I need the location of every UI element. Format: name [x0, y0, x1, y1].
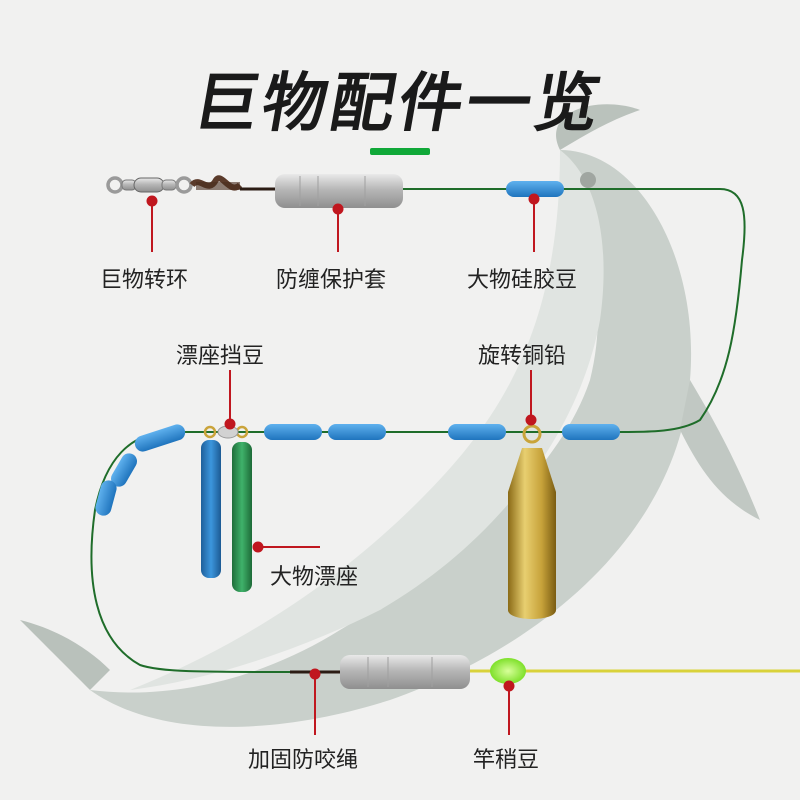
silicone-bead-icon	[506, 181, 564, 197]
rod-bead-icon	[490, 658, 526, 684]
label-float-stopper: 漂座挡豆	[176, 344, 265, 369]
label-sleeve: 防缠保护套	[276, 268, 387, 293]
label-rod-bead: 竿稍豆	[473, 748, 540, 773]
label-float-seat: 大物漂座	[270, 565, 359, 590]
label-swivel: 巨物转环	[100, 268, 189, 293]
label-brass-sinker: 旋转铜铅	[478, 344, 567, 369]
bite-line-icon	[340, 655, 470, 689]
page-title: 巨物配件一览	[188, 67, 610, 141]
float-seat-icon	[201, 425, 252, 592]
label-silicone-bead: 大物硅胶豆	[467, 268, 578, 293]
label-bite-line: 加固防咬绳	[248, 748, 359, 773]
brass-sinker-icon	[508, 424, 556, 619]
title-underline	[370, 148, 430, 155]
sleeve-icon	[275, 174, 403, 208]
silicone-bead-row	[95, 424, 620, 516]
swivel-icon	[106, 175, 243, 194]
pointer-markers	[146, 193, 540, 735]
